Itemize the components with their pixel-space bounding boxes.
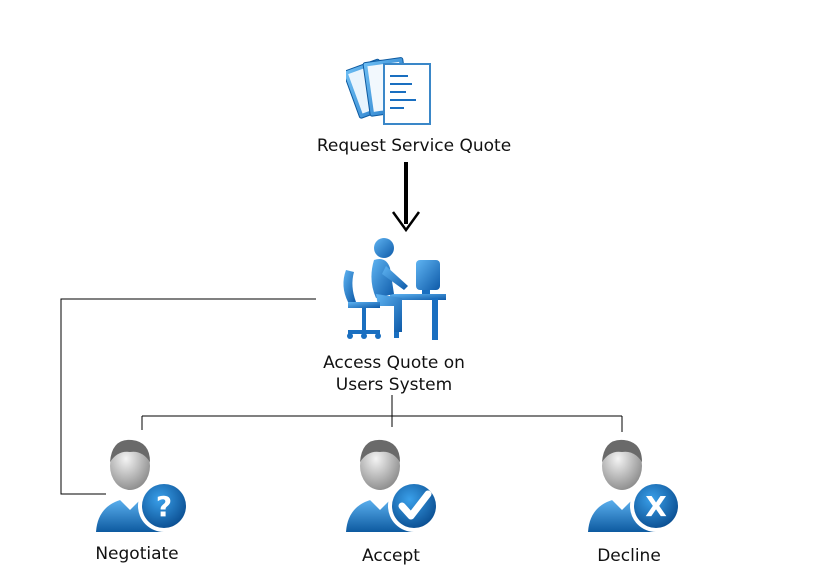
user-question-icon: ? [92,432,196,536]
access-quote-label-line1: Access Quote on [323,353,465,373]
user-x-icon: X [584,432,688,536]
documents-icon [346,48,436,130]
checkmark-glyph [398,490,432,520]
x-glyph: X [645,490,667,523]
request-service-quote-label: Request Service Quote [316,136,512,156]
question-mark-glyph: ? [156,490,172,523]
negotiate-loop-connector [60,298,316,495]
user-check-icon [342,432,446,536]
negotiate-label: Negotiate [95,544,179,564]
accept-label: Accept [362,546,420,566]
access-to-options-connector [141,395,623,432]
access-quote-label-line2: Users System [335,375,453,395]
request-to-access-arrow [391,162,421,233]
user-at-computer-icon [336,236,448,344]
decline-label: Decline [597,546,661,566]
